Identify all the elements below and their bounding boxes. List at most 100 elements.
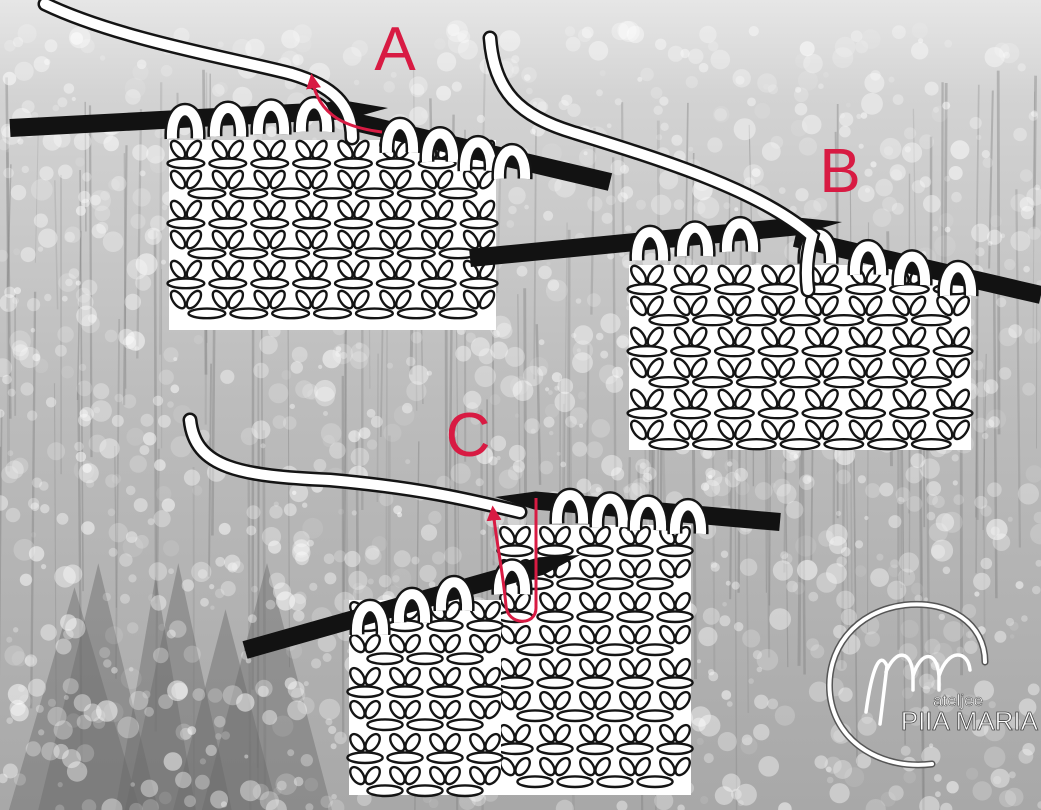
frost-blob <box>143 432 156 445</box>
frost-blob <box>606 375 624 393</box>
frost-blob <box>93 383 109 399</box>
frost-blob <box>11 185 26 200</box>
frost-blob <box>1019 749 1034 764</box>
frost-blob <box>706 470 722 486</box>
frost-blob <box>506 220 514 228</box>
stitch-bump <box>759 408 798 418</box>
stitch-bump <box>335 159 372 169</box>
frost-blob <box>839 126 851 138</box>
frost-blob <box>105 626 123 644</box>
frost-blob <box>738 800 744 806</box>
frost-blob <box>78 414 91 427</box>
frost-blob <box>240 780 261 801</box>
frost-blob <box>135 535 149 549</box>
frost-blob <box>13 248 20 255</box>
stitch-bump <box>781 315 820 325</box>
step-label-b: B <box>819 137 860 206</box>
stitch-bump <box>715 408 754 418</box>
frost-blob <box>354 80 360 86</box>
frost-blob <box>304 681 309 686</box>
frost-blob <box>397 512 402 517</box>
frost-blob <box>17 138 23 144</box>
frost-blob <box>76 206 86 216</box>
frost-blob <box>806 638 819 651</box>
frost-blob <box>1000 233 1005 238</box>
frost-blob <box>740 559 757 576</box>
frost-blob <box>1021 615 1028 622</box>
frost-blob <box>90 195 101 206</box>
frost-blob <box>34 56 50 72</box>
frost-blob <box>732 582 740 590</box>
frost-blob <box>272 716 293 737</box>
frost-blob <box>943 567 951 575</box>
frost-blob <box>38 729 44 735</box>
frost-blob <box>429 581 436 588</box>
frost-blob <box>248 614 257 623</box>
frost-blob <box>798 71 818 91</box>
frost-blob <box>302 518 323 539</box>
frost-blob <box>253 363 269 379</box>
stitch-bump <box>168 159 205 169</box>
stitch-bump <box>347 686 382 697</box>
frost-blob <box>1018 483 1039 504</box>
frost-blob <box>721 551 728 558</box>
frost-blob <box>1010 231 1030 251</box>
frost-blob <box>154 459 166 471</box>
frost-blob <box>284 503 297 516</box>
frost-blob <box>109 523 128 542</box>
frost-blob <box>899 552 919 572</box>
frost-blob <box>999 328 1017 346</box>
frost-blob <box>933 107 939 113</box>
frost-blob <box>996 297 1006 307</box>
frost-blob <box>294 35 311 52</box>
frost-blob <box>549 431 553 435</box>
frost-blob <box>184 646 201 663</box>
frost-blob <box>161 65 173 77</box>
frost-blob <box>319 699 340 720</box>
frost-blob <box>708 669 714 675</box>
frost-blob <box>910 453 925 468</box>
frost-blob <box>236 693 254 711</box>
frost-blob <box>318 365 322 369</box>
stitch-bump <box>912 439 951 449</box>
frost-blob <box>19 347 40 368</box>
frost-blob <box>1028 684 1040 696</box>
frost-blob <box>195 775 210 790</box>
frost-blob <box>159 792 172 805</box>
stitch-bump <box>387 752 422 763</box>
frost-blob <box>137 60 147 70</box>
stitch-bump <box>693 377 732 387</box>
stitch-bump <box>737 315 776 325</box>
stitch-bump <box>890 408 929 418</box>
frost-blob <box>974 591 979 596</box>
frost-blob <box>546 280 568 302</box>
frost-blob <box>338 509 344 515</box>
frost-blob <box>1023 266 1030 273</box>
stitch-bump <box>671 346 710 356</box>
frost-blob <box>150 216 166 232</box>
frost-blob <box>212 84 225 97</box>
frost-blob <box>861 29 881 49</box>
frost-blob <box>293 610 304 621</box>
frost-blob <box>27 410 37 420</box>
frost-blob <box>864 169 872 177</box>
frost-blob <box>980 505 991 516</box>
frost-blob <box>827 777 834 784</box>
frost-blob <box>324 572 336 584</box>
frost-blob <box>754 695 768 709</box>
frost-blob <box>65 279 73 287</box>
frost-blob <box>697 197 719 219</box>
frost-blob <box>170 384 179 393</box>
stitch-bump <box>461 219 498 229</box>
frost-blob <box>291 361 303 373</box>
frost-blob <box>559 100 569 110</box>
frost-blob <box>775 706 795 726</box>
stitch-bump <box>168 279 205 289</box>
frost-blob <box>218 41 224 47</box>
frost-blob <box>777 484 797 504</box>
frost-blob <box>668 46 684 62</box>
frost-blob <box>406 357 415 366</box>
frost-blob <box>544 417 555 428</box>
stitch-bump <box>356 309 393 319</box>
stitch-bump <box>377 279 414 289</box>
